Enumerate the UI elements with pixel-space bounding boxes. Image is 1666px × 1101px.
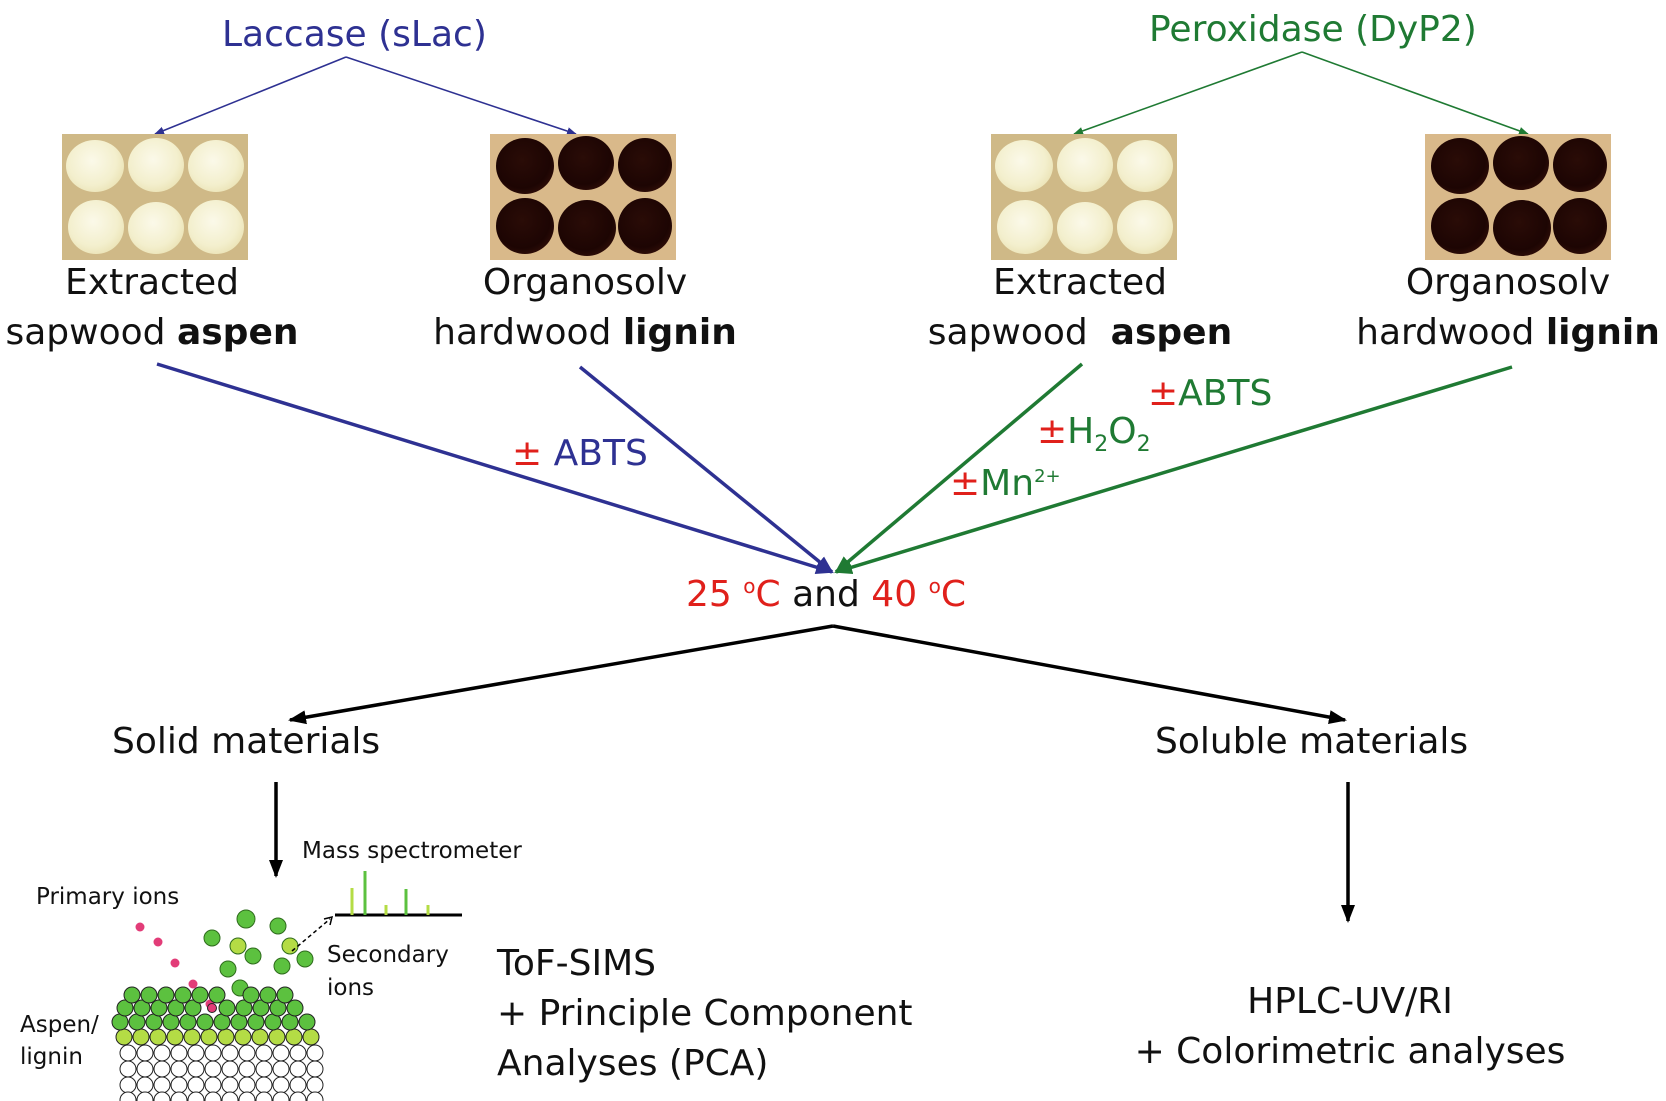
additive-h2o2: ±H2O2 bbox=[1037, 411, 1151, 458]
soluble-materials-label: Soluble materials bbox=[1155, 721, 1469, 762]
peroxidase-branch-left bbox=[1073, 51, 1303, 135]
laccase-branch-right bbox=[345, 56, 577, 135]
aspen-photo-laccase bbox=[62, 134, 248, 260]
mass-spectrum-icon bbox=[335, 871, 462, 917]
peroxidase-branch-right bbox=[1301, 51, 1529, 135]
lignin-photo-laccase bbox=[490, 134, 676, 260]
laccase-branch-left bbox=[154, 56, 347, 135]
lignin-photo-peroxidase bbox=[1425, 134, 1611, 260]
sample-label-2: lignin bbox=[20, 1044, 83, 1070]
primary-ions-label: Primary ions bbox=[36, 884, 180, 910]
arrow-laccase-aspen bbox=[156, 362, 834, 574]
secondary-ions-label-1: Secondary bbox=[327, 942, 449, 968]
sample-surface-icon bbox=[111, 986, 324, 1101]
additive-mn: ±Mn2+ bbox=[950, 463, 1061, 504]
arrow-peroxidase-aspen bbox=[834, 362, 1084, 574]
soluble-analysis-text: HPLC-UV/RI + Colorimetric analyses bbox=[1134, 981, 1566, 1072]
mass-spectrometer-label: Mass spectrometer bbox=[302, 838, 522, 864]
arrow-to-solid bbox=[288, 624, 834, 725]
laccase-title: Laccase (sLac) bbox=[222, 14, 487, 55]
substrate-label-laccase-aspen: Extracted sapwood aspen bbox=[5, 262, 299, 353]
tof-sims-illustration bbox=[111, 871, 462, 1101]
secondary-ions-icon bbox=[203, 909, 314, 997]
solid-analysis-text: ToF-SIMS + Principle Component Analyses … bbox=[497, 943, 913, 1084]
additive-laccase-abts: ± ABTS bbox=[512, 433, 648, 474]
peroxidase-title: Peroxidase (DyP2) bbox=[1149, 9, 1477, 50]
arrow-to-soluble bbox=[832, 624, 1347, 724]
secondary-ion-path bbox=[291, 918, 331, 952]
aspen-photo-peroxidase bbox=[991, 134, 1177, 260]
solid-materials-label: Solid materials bbox=[112, 721, 381, 762]
sample-label-1: Aspen/ bbox=[20, 1012, 99, 1038]
temperature-label: 25 oC and 40 oC bbox=[686, 574, 966, 615]
substrate-label-peroxidase-aspen: Extracted sapwood aspen bbox=[927, 262, 1233, 353]
substrate-label-laccase-lignin: Organosolv hardwood lignin bbox=[433, 262, 737, 353]
secondary-ions-label-2: ions bbox=[327, 975, 375, 1001]
substrate-label-peroxidase-lignin: Organosolv hardwood lignin bbox=[1356, 262, 1660, 353]
additive-peroxidase-abts: ±ABTS bbox=[1148, 373, 1273, 414]
arrow-peroxidase-lignin bbox=[834, 365, 1513, 575]
arrow-laccase-lignin bbox=[578, 365, 834, 574]
